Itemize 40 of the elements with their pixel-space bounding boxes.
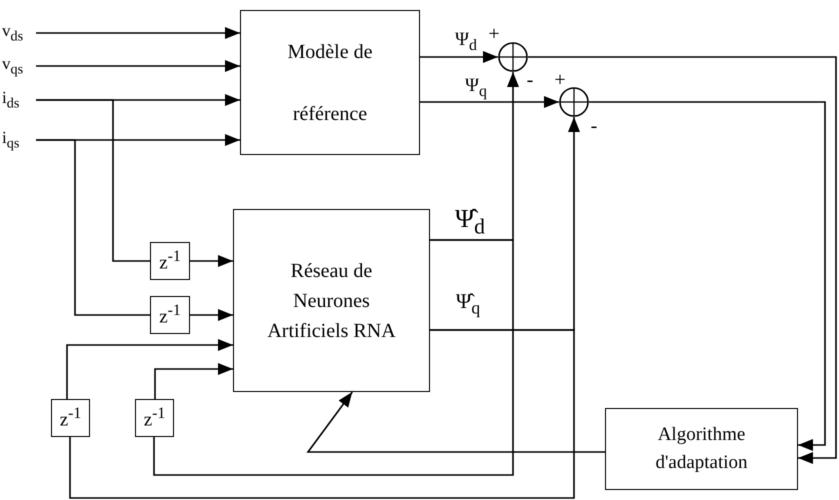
delay-symbol: z$^{-1}$ bbox=[144, 404, 166, 432]
connector-line bbox=[69, 329, 575, 499]
block-label: Modèle de référence bbox=[286, 40, 374, 126]
delay-box bbox=[135, 399, 174, 437]
edge-label: Ψ$_{q}$ bbox=[463, 76, 489, 100]
delay-box bbox=[51, 399, 90, 437]
arrow bbox=[36, 27, 240, 39]
signal-name: v$_{ds}$ bbox=[2, 22, 24, 44]
connector-line bbox=[153, 239, 514, 476]
sign-label: + bbox=[554, 70, 566, 90]
process-box bbox=[240, 10, 420, 155]
arrow bbox=[190, 309, 233, 321]
signal-name: v$_{qs}$ bbox=[2, 54, 24, 78]
process-box bbox=[233, 209, 430, 392]
delay-symbol: z$^{-1}$ bbox=[159, 248, 181, 274]
arrow bbox=[154, 363, 233, 399]
connector-line bbox=[36, 139, 150, 316]
arrow bbox=[306, 392, 605, 453]
process-box bbox=[605, 408, 798, 490]
block-label: Réseau de Neurones Artificiels RNA bbox=[266, 258, 396, 344]
summing-junction bbox=[498, 42, 528, 72]
summing-junction bbox=[559, 87, 589, 117]
arrow bbox=[36, 60, 240, 72]
signal-name: i$_{qs}$ bbox=[2, 128, 20, 152]
delay-symbol: z$^{-1}$ bbox=[60, 404, 82, 432]
arrow bbox=[66, 339, 233, 399]
arrow bbox=[589, 101, 826, 451]
arrow bbox=[190, 255, 233, 267]
arrow bbox=[420, 51, 498, 63]
connector-line bbox=[36, 99, 150, 262]
delay-symbol: z$^{-1}$ bbox=[159, 302, 181, 328]
signal-name: i$_{ds}$ bbox=[2, 88, 20, 112]
sign-label: + bbox=[488, 24, 500, 44]
sign-label: - bbox=[526, 70, 534, 90]
edge-label: Ψ̂$_{q}$ bbox=[454, 291, 482, 317]
arrow bbox=[420, 96, 559, 108]
delay-box bbox=[150, 242, 190, 280]
sign-label: - bbox=[590, 116, 598, 136]
delay-box bbox=[150, 296, 190, 334]
block-label: Algorithme d'adaptation bbox=[654, 423, 749, 475]
